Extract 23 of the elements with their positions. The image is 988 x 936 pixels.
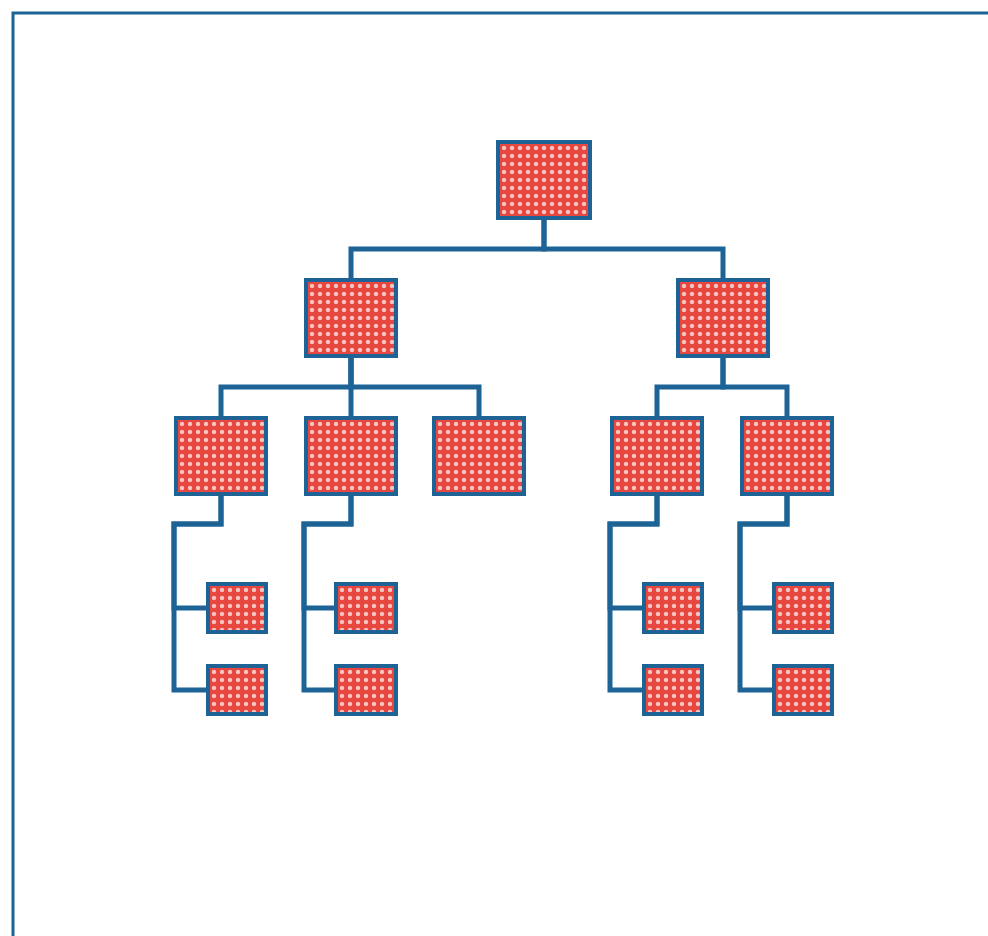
- org-box: [304, 278, 398, 358]
- connector-line: [720, 358, 790, 416]
- connector-line: [301, 496, 354, 693]
- org-box: [642, 582, 704, 634]
- connector-line: [541, 220, 726, 278]
- connector-line: [171, 496, 224, 693]
- connector-line: [737, 496, 790, 693]
- org-box: [174, 416, 268, 496]
- org-box: [772, 664, 834, 716]
- org-box: [676, 278, 770, 358]
- org-box: [496, 140, 592, 220]
- org-box: [206, 664, 268, 716]
- org-box: [740, 416, 834, 496]
- org-box: [304, 416, 398, 496]
- org-box: [432, 416, 526, 496]
- org-box: [334, 664, 398, 716]
- connector-line: [348, 358, 482, 416]
- connector-line: [607, 496, 660, 693]
- org-box: [206, 582, 268, 634]
- org-box: [642, 664, 704, 716]
- org-box: [334, 582, 398, 634]
- org-box: [610, 416, 704, 496]
- org-box: [772, 582, 834, 634]
